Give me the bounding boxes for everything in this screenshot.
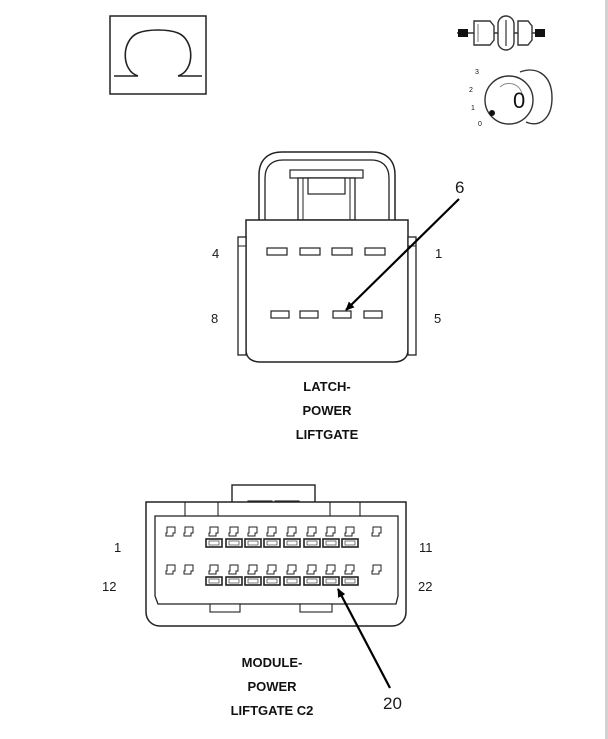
module-pin-label-bottom-right: 22 [418, 579, 433, 594]
module-pin-terminal [183, 526, 194, 537]
latch-caption-line-3: LIFTGATE [295, 427, 359, 442]
module-pin-cavity-inner [247, 578, 259, 584]
module-pin-terminal [165, 564, 176, 575]
module-pin-cavity-inner [208, 540, 220, 546]
module-pin-terminal [371, 526, 382, 537]
module-pin-terminal [228, 564, 239, 575]
module-pin-cavity-inner [344, 578, 356, 584]
module-pin-terminal [371, 564, 382, 575]
module-pin-cavity-inner [306, 578, 318, 584]
module-pin-cavity-inner [344, 540, 356, 546]
module-pin-cavity-inner [266, 578, 278, 584]
latch-caption-line-1: LATCH- [303, 379, 351, 394]
latch-pointer-label: 6 [455, 178, 465, 197]
module-pin-terminal [208, 564, 219, 575]
module-pin-terminal [306, 564, 317, 575]
module-pin-terminal [286, 526, 297, 537]
module-pin-cavity-inner [325, 578, 337, 584]
module-pin-terminal [165, 526, 176, 537]
module-pin-terminal [266, 564, 277, 575]
module-pin-label-top-left: 1 [114, 540, 122, 555]
latch-pin-label-top-right: 1 [435, 246, 443, 261]
connector-end-view-icon [457, 15, 545, 51]
module-pin-terminal [306, 526, 317, 537]
ignition-key-label: 0 [513, 88, 525, 113]
latch-caption-line-2: POWER [302, 403, 352, 418]
module-pin-cavity-inner [247, 540, 259, 546]
module-connector-caption: MODULE- POWER LIFTGATE C2 [212, 651, 332, 723]
module-pin-label-bottom-left: 12 [102, 579, 117, 594]
ignition-position-0: 0 [478, 121, 482, 128]
module-pin-cavity-inner [306, 540, 318, 546]
module-caption-line-3: LIFTGATE C2 [230, 703, 314, 718]
module-pin-terminal [247, 526, 258, 537]
module-pin-label-top-right: 11 [419, 540, 433, 555]
module-pointer-label: 20 [383, 694, 402, 713]
latch-pin-label-bottom-right: 5 [434, 311, 442, 326]
ignition-position-3: 3 [475, 69, 479, 76]
module-connector-pins [165, 526, 382, 586]
module-caption-line-2: POWER [247, 679, 297, 694]
module-pin-terminal [266, 526, 277, 537]
latch-connector-caption: LATCH- POWER LIFTGATE [278, 375, 376, 447]
module-pin-cavity-inner [208, 578, 220, 584]
module-pin-terminal [344, 526, 355, 537]
module-pin-terminal [325, 526, 336, 537]
module-pin-terminal [325, 564, 336, 575]
module-connector-drawing [145, 484, 407, 689]
module-pin-terminal [208, 526, 219, 537]
latch-pin-label-bottom-left: 8 [211, 311, 219, 326]
ignition-position-2: 2 [469, 87, 473, 94]
latch-connector-drawing [237, 151, 460, 363]
module-pin-cavity-inner [266, 540, 278, 546]
module-pin-cavity-inner [228, 578, 240, 584]
omega-symbol-icon [109, 15, 207, 95]
module-pin-terminal [183, 564, 194, 575]
module-pin-terminal [247, 564, 258, 575]
module-pin-cavity-inner [325, 540, 337, 546]
ignition-position-1: 1 [471, 105, 475, 112]
ignition-switch-icon: 3 2 1 0 0 [469, 69, 553, 128]
module-pin-terminal [286, 564, 297, 575]
module-pin-cavity-inner [286, 540, 298, 546]
module-pin-terminal [344, 564, 355, 575]
module-pin-terminal [228, 526, 239, 537]
latch-pin-label-top-left: 4 [212, 246, 220, 261]
module-caption-line-1: MODULE- [241, 655, 303, 670]
module-pin-cavity-inner [228, 540, 240, 546]
module-pin-cavity-inner [286, 578, 298, 584]
